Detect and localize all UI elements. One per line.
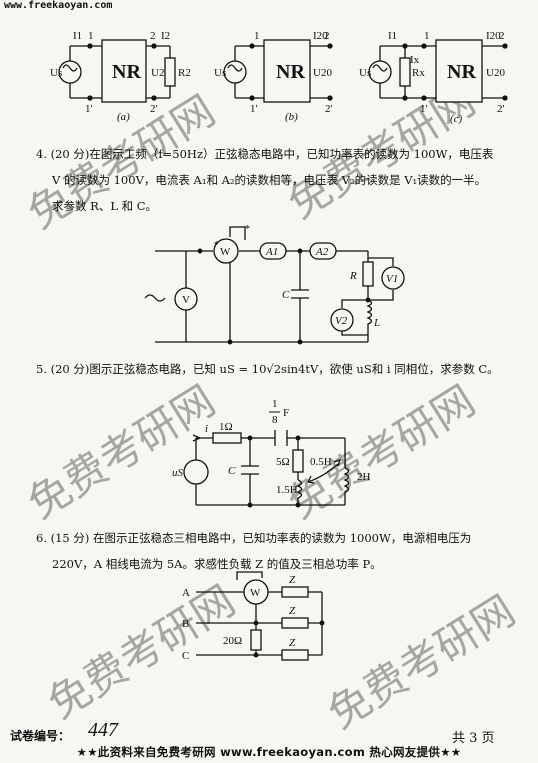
q5-l15-label: 1.5H <box>276 484 298 496</box>
q4-star-label: * <box>214 240 219 251</box>
fig-c-caption: (c) <box>450 113 463 125</box>
q5-c-label: C <box>228 465 236 477</box>
fig-a-node2-label: 2 <box>150 30 156 42</box>
fig-c-node2-label: 2 <box>499 30 505 42</box>
q5-cap-den-label: 8 <box>272 414 278 426</box>
q6-z-label: Z <box>289 637 296 649</box>
watermark-text: 免费考研网 <box>321 588 523 738</box>
fig-c-ix-label: Ix <box>410 54 420 66</box>
fig-b-node2-label: 2 <box>324 30 330 42</box>
site-url: www.freekaoyan.com <box>4 0 113 11</box>
fig-c-nr-label: NR <box>447 61 476 83</box>
q4-r-label: R <box>349 270 357 282</box>
page-count: 共 3 页 <box>452 731 495 746</box>
q5-r1-label: 1Ω <box>219 421 233 433</box>
exam-code-label: 试卷编号： <box>10 729 71 743</box>
q4-text-line3: 求参数 R、L 和 C。 <box>52 199 158 213</box>
q5-text: 5. (20 分)图示正弦稳态电路，已知 uS = 10√2sin4tV，欲使 … <box>36 362 499 376</box>
q6-phase-a-label: A <box>182 587 190 599</box>
watermark-text: 免费考研网 <box>21 378 223 528</box>
fig-c-node1-label: 1 <box>424 30 430 42</box>
q4-a1-label: A1 <box>265 246 278 258</box>
q6-z-label: Z <box>289 574 296 586</box>
fig-b-nr-label: NR <box>276 61 305 83</box>
fig-b-caption: (b) <box>285 111 298 123</box>
fig-a-u2-label: U2 <box>151 67 164 79</box>
q4-star-label: * <box>245 224 250 235</box>
fig-c-node1p-label: 1' <box>420 103 428 115</box>
q4-l-label: L <box>373 317 380 329</box>
fig-a-r2-label: R2 <box>178 67 191 79</box>
fig-b-node1p-label: 1' <box>250 103 258 115</box>
watermark-text: 免费考研网 <box>281 378 483 528</box>
fig-c-i20-label: I20 <box>486 30 501 42</box>
fig-a-node1p-label: 1' <box>85 103 93 115</box>
q4-wattmeter-label: W <box>220 246 231 258</box>
q4-v1-label: V1 <box>386 273 398 285</box>
q4-text-line1: 4. (20 分)在图示工频（f=50Hz）正弦稳态电路中，已知功率表的读数为 … <box>36 147 494 161</box>
fig-a-node2p-label: 2' <box>150 103 158 115</box>
q5-cap-unit-label: F <box>283 407 289 419</box>
figure-b <box>223 39 333 103</box>
q4-v2-label: V2 <box>335 315 348 327</box>
q5-cap-num-label: 1 <box>272 398 278 410</box>
fig-b-u20-label: U20 <box>313 67 332 79</box>
fig-b-node2p-label: 2' <box>325 103 333 115</box>
q5-r5-label: 5Ω <box>276 456 290 468</box>
fig-a-caption: (a) <box>117 111 130 123</box>
q6-r-label: 20Ω <box>223 635 242 647</box>
bottom-banner: ★★此资料来自免费考研网 www.freekaoyan.com 热心网友提供★★ <box>76 745 462 759</box>
fig-b-node1-label: 1 <box>254 30 260 42</box>
q5-us-label: uS <box>172 467 184 479</box>
q5-circuit <box>183 430 350 508</box>
fig-b-i20-label: I20 <box>313 30 328 42</box>
figure-a <box>58 39 176 103</box>
q4-a2-label: A2 <box>315 246 329 258</box>
watermark-text: 免费考研网 <box>41 578 243 728</box>
fig-c-source-label: Us <box>359 67 371 79</box>
q6-phase-b-label: B <box>182 618 189 630</box>
fig-c-u20-label: U20 <box>486 67 505 79</box>
q5-l05-label: 0.5H <box>310 456 332 468</box>
q4-c-label: C <box>282 289 290 301</box>
q6-wattmeter-label: W <box>250 587 261 599</box>
fig-a-i2-label: I2 <box>161 30 170 42</box>
fig-a-node1-label: 1 <box>88 30 94 42</box>
q6-text-line2: 220V，A 相线电流为 5A。求感性负载 Z 的值及三相总功率 P。 <box>52 557 382 571</box>
fig-a-source-label: Us <box>50 67 62 79</box>
fig-b-source-label: Us <box>214 67 226 79</box>
fig-c-rx-label: Rx <box>412 67 425 79</box>
q6-circuit <box>196 571 325 661</box>
q6-z-label: Z <box>289 605 296 617</box>
q6-text-line1: 6. (15 分) 在图示正弦稳态三相电路中，已知功率表的读数为 1000W，电… <box>36 531 472 545</box>
exam-code-value: 447 <box>88 719 118 741</box>
figure-c <box>368 39 508 103</box>
q4-text-line2: V 的读数为 100V，电流表 A₁和 A₂的读数相等，电压表 V₂的读数是 V… <box>52 173 487 187</box>
fig-c-node2p-label: 2' <box>497 103 505 115</box>
q5-i-label: i <box>205 423 208 435</box>
q4-circuit <box>144 226 405 345</box>
q6-phase-c-label: C <box>182 650 189 662</box>
fig-a-nr-label: NR <box>112 61 141 83</box>
q4-v-label: V <box>182 294 190 306</box>
fig-a-i1-label: I1 <box>73 30 82 42</box>
q5-l2-label: 2H <box>357 471 371 483</box>
fig-c-i1-label: I1 <box>388 30 397 42</box>
